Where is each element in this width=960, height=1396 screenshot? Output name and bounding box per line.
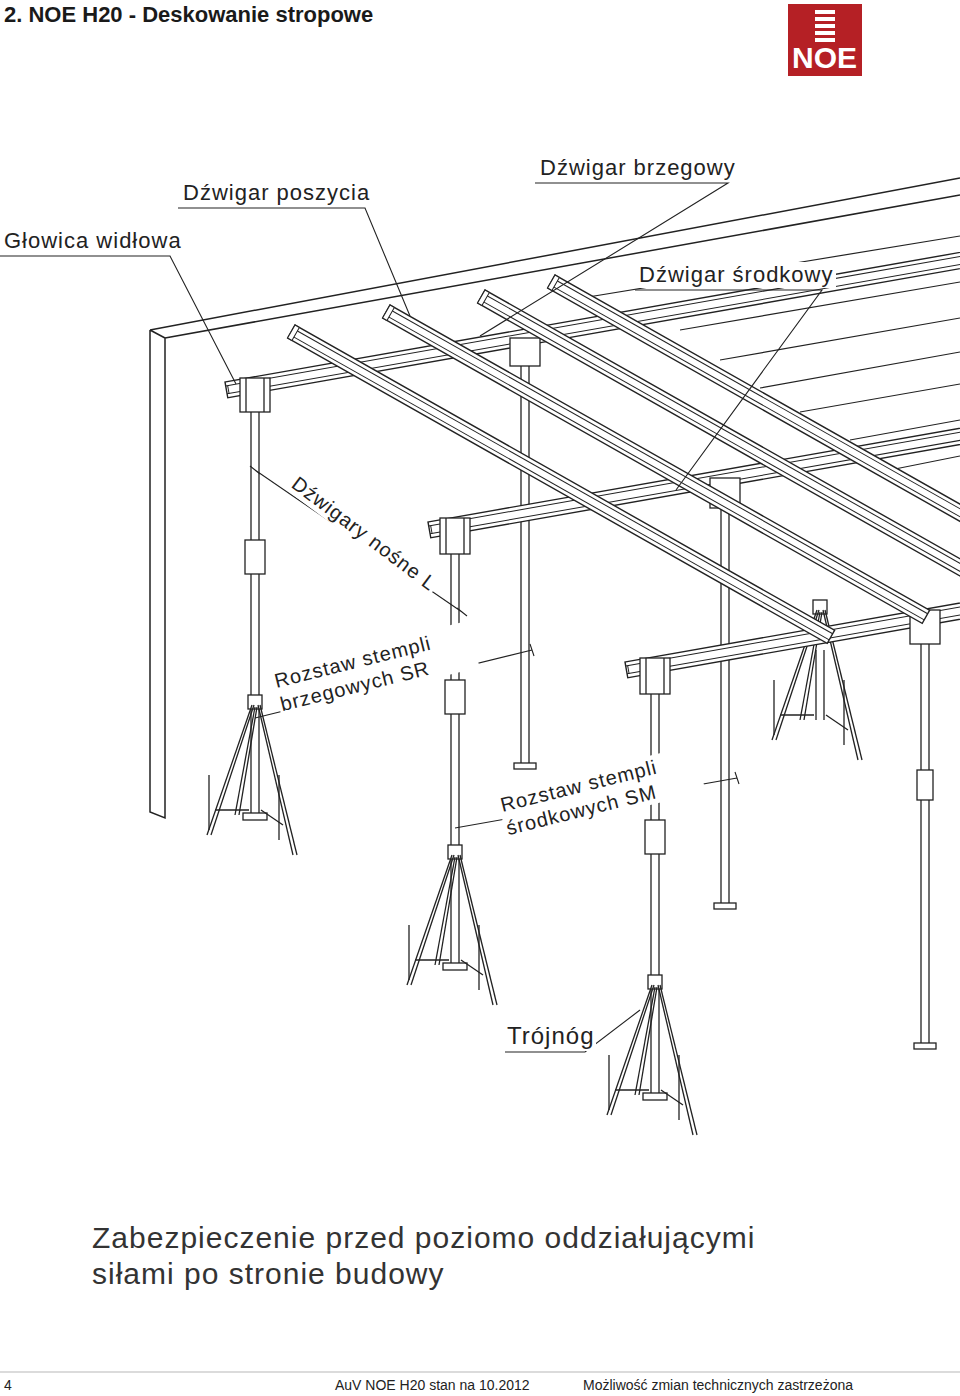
dimension-label: Dźwigary nośne L — [286, 470, 443, 597]
page-title: 2. NOE H20 - Deskowanie stropowe — [4, 2, 373, 28]
part-name: Dźwigar środkowy — [637, 262, 836, 288]
footer-text: AuV NOE H20 stan na 10.2012 — [335, 1377, 530, 1394]
logo-stripes — [815, 10, 835, 42]
footer-rule — [0, 1372, 960, 1373]
note-text: Zabezpieczenie przed poziomo oddziałując… — [92, 1220, 822, 1292]
leader-lines — [0, 183, 822, 1052]
part-name: Trójnóg — [505, 1022, 596, 1051]
page-number: 4 — [4, 1377, 12, 1394]
fork-heads — [240, 338, 940, 694]
logo-text: NOE — [792, 40, 857, 76]
part-name: Dźwigar brzegowy — [538, 155, 738, 181]
logo-box — [788, 4, 862, 76]
props-front — [243, 412, 667, 1100]
dimension-label: Rozstaw stempli środkowych SM — [496, 745, 706, 841]
part-name: Głowica widłowa — [2, 228, 184, 254]
footer-text: Możliwość zmian technicznych zastrzeżona — [583, 1377, 853, 1394]
part-name: Dźwigar poszycia — [181, 180, 372, 206]
